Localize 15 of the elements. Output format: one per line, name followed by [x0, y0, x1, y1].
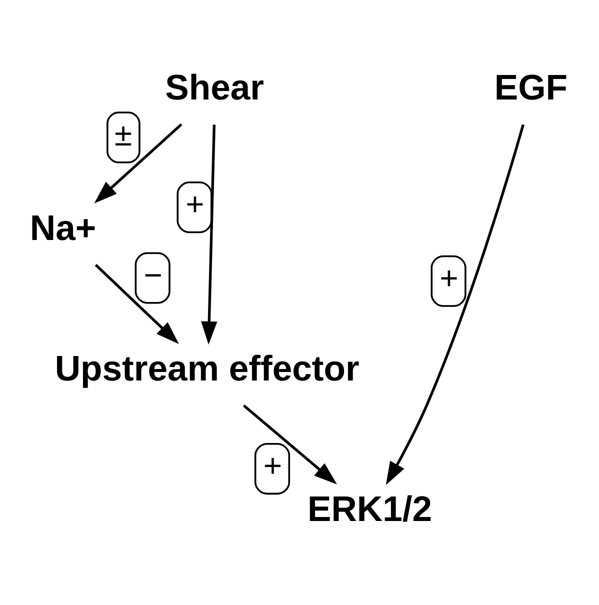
arrow [94, 122, 182, 203]
edge-label: + [186, 186, 204, 222]
edge-label: ± [114, 116, 132, 152]
edge-label: + [440, 259, 458, 296]
node-text: EGF [494, 66, 568, 107]
edge-label: − [144, 256, 162, 292]
node-text: Na+ [30, 207, 96, 248]
node-text: ERK1/2 [308, 488, 432, 528]
arrow [242, 404, 338, 484]
edge-label: + [263, 447, 282, 484]
arrow [94, 263, 179, 344]
node-text: Shear [165, 66, 264, 107]
arrow [201, 124, 218, 344]
node-text: Upstream effector [54, 348, 360, 388]
arrow [386, 124, 524, 484]
